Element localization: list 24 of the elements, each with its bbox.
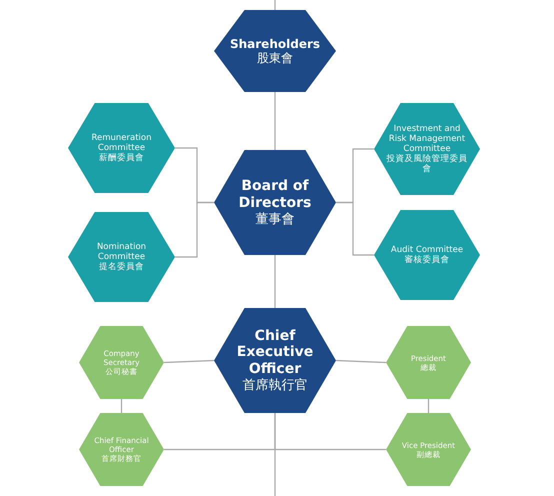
role-label: Remuneration Committee [90, 132, 153, 153]
connector-line [120, 399, 122, 413]
connector-line [336, 202, 374, 256]
role-label: Chief Executive Officer [236, 328, 314, 378]
connector-line [274, 255, 276, 308]
connector-line [164, 360, 214, 364]
chinese-label: 審核委員會 [404, 255, 450, 266]
chinese-label: 董事會 [256, 212, 294, 228]
role-label: Board of Directors [238, 178, 312, 212]
connector-line [274, 0, 276, 10]
role-label: Shareholders [230, 36, 320, 51]
chinese-label: 投資及風險管理委員會 [386, 154, 468, 174]
chinese-label: 首席執行官 [242, 378, 308, 394]
role-label: Nomination Committee [96, 242, 148, 262]
connector-line [175, 202, 214, 258]
chinese-label: 股東會 [257, 51, 293, 66]
connector-line [336, 360, 386, 364]
role-label: Investment and Risk Management Committee [388, 124, 466, 154]
chinese-label: 提名委員會 [99, 262, 144, 272]
connector-line [428, 399, 430, 413]
connector-line [274, 92, 276, 150]
connector-line [274, 413, 276, 496]
role-label: Audit Committee [390, 244, 464, 255]
chinese-label: 薪酬委員會 [99, 153, 144, 164]
